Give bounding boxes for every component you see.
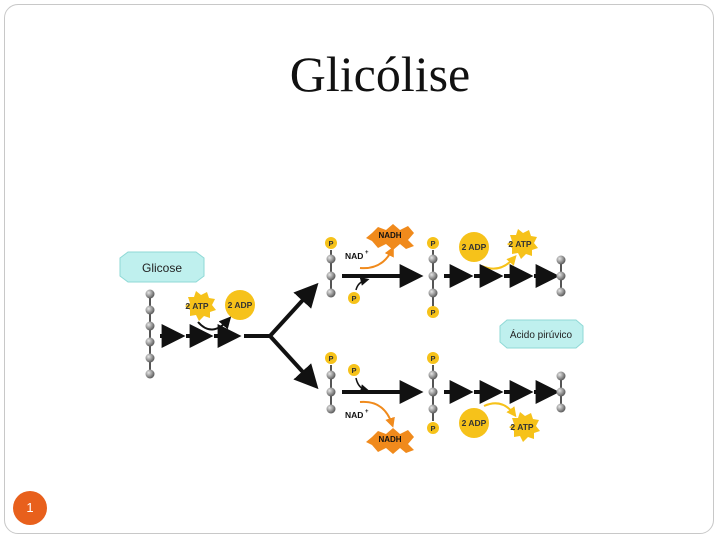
carbon-bead	[326, 271, 336, 281]
bottom-pyruvate-chain	[556, 371, 566, 413]
svg-text:P: P	[430, 239, 435, 248]
carbon-bead	[145, 305, 155, 315]
svg-text:P: P	[430, 308, 435, 317]
carbon-bead	[428, 387, 438, 397]
adp-in-text: 2 ADP	[228, 300, 253, 310]
svg-text:P: P	[430, 424, 435, 433]
svg-text:P: P	[351, 366, 356, 375]
carbon-bead	[428, 370, 438, 380]
carbon-bead	[326, 288, 336, 298]
carbon-bead	[556, 271, 566, 281]
nadh-top-text: NADH	[378, 231, 401, 240]
nad-sup: +	[365, 250, 369, 256]
slide-title: Glicólise	[289, 46, 471, 102]
adp-bottom-text: 2 ADP	[462, 418, 487, 428]
carbon-bead	[145, 321, 155, 331]
svg-text:+: +	[365, 409, 369, 415]
nad-top-text: NAD	[345, 251, 363, 261]
carbon-bead	[145, 353, 155, 363]
bottom-atp-payoff: 2 ADP 2 ATP	[459, 402, 540, 442]
glucose-label-text: Glicose	[142, 261, 182, 275]
top-diphospho-chain: P P	[427, 237, 439, 318]
carbon-bead	[556, 403, 566, 413]
nad-bottom-text: NAD	[345, 410, 363, 420]
top-nadh: NADH NAD +	[345, 224, 414, 270]
page-number-badge: 1	[13, 491, 47, 525]
carbon-bead	[556, 255, 566, 265]
atp-top-text: 2 ATP	[508, 239, 531, 249]
carbon-bead	[326, 370, 336, 380]
atp-bottom-text: 2 ATP	[510, 422, 533, 432]
phosphate-text: P	[328, 239, 333, 248]
svg-text:P: P	[328, 354, 333, 363]
carbon-bead	[556, 387, 566, 397]
carbon-bead	[145, 337, 155, 347]
carbon-bead	[428, 288, 438, 298]
atp-in-text: 2 ATP	[185, 301, 208, 311]
carbon-bead	[326, 404, 336, 414]
carbon-bead	[428, 254, 438, 264]
svg-text:P: P	[351, 294, 356, 303]
bottom-phosphate-in: P	[348, 364, 370, 394]
carbon-bead	[556, 287, 566, 297]
nadh-bottom-text: NADH	[378, 435, 401, 444]
adp-top-text: 2 ADP	[462, 242, 487, 252]
svg-text:P: P	[430, 354, 435, 363]
top-phosphate-in: P	[348, 276, 370, 304]
top-pyruvate-chain	[556, 255, 566, 297]
atp-investment: 2 ATP 2 ADP	[185, 290, 255, 331]
top-atp-payoff: 2 ADP 2 ATP	[459, 229, 538, 270]
carbon-bead	[556, 371, 566, 381]
bottom-diphospho-chain: P P	[427, 352, 439, 434]
carbon-bead	[326, 254, 336, 264]
bottom-nadh: NAD + NADH	[345, 400, 414, 454]
pyruvic-acid-text: Ácido pirúvico	[510, 328, 573, 341]
pyruvic-acid-label: Ácido pirúvico	[499, 319, 584, 349]
split-arrows	[268, 282, 319, 390]
bottom-triose-chain: P	[325, 352, 337, 414]
carbon-bead	[326, 387, 336, 397]
carbon-bead	[428, 271, 438, 281]
carbon-bead	[428, 404, 438, 414]
carbon-bead	[145, 289, 155, 299]
carbon-bead	[145, 369, 155, 379]
glucose-chain	[145, 289, 155, 379]
glucose-label: Glicose	[119, 251, 205, 283]
top-triose-chain: P	[325, 237, 337, 298]
